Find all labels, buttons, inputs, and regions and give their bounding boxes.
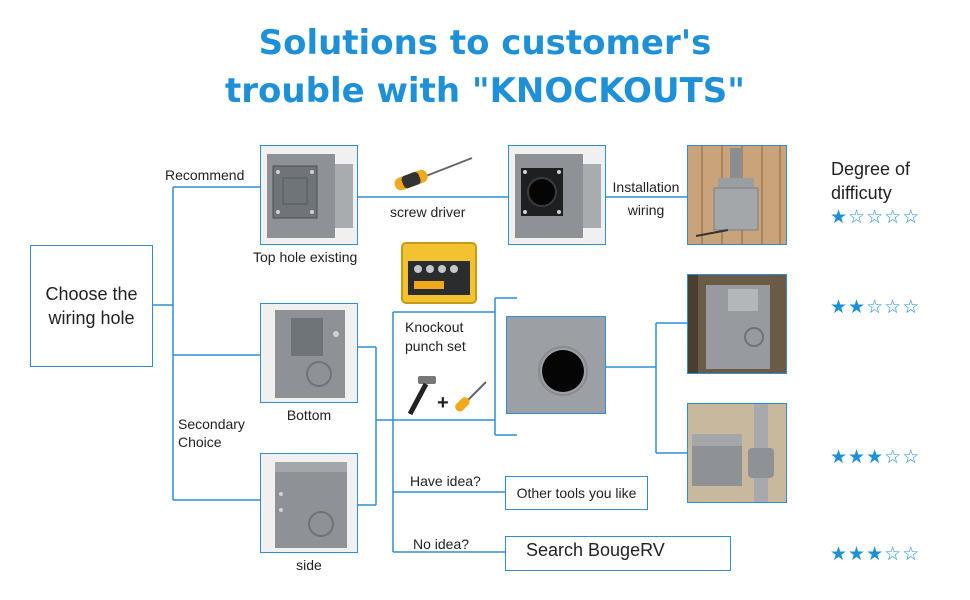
top-hole-box-image (260, 145, 358, 245)
star-empty-icon: ☆ (884, 543, 903, 565)
installation-label: Installation (612, 179, 680, 195)
difficulty-heading: Degree of difficuty (831, 159, 911, 203)
star-empty-icon: ☆ (866, 206, 885, 228)
star-empty-icon: ☆ (902, 296, 921, 318)
star-filled-icon: ★ (830, 446, 849, 468)
no-idea-label: No idea? (413, 536, 470, 552)
star-filled-icon: ★ (830, 296, 849, 318)
side-label: side (296, 557, 322, 573)
open-hole-box-image (508, 145, 606, 245)
star-empty-icon: ☆ (866, 296, 885, 318)
other-tools-label: Other tools you like (516, 485, 637, 501)
star-empty-icon: ☆ (884, 206, 903, 228)
star-empty-icon: ☆ (902, 543, 921, 565)
installed-photo-side (687, 274, 787, 374)
star-filled-icon: ★ (866, 446, 885, 468)
star-empty-icon: ☆ (884, 446, 903, 468)
difficulty-rating-3: ★★★☆☆ (830, 446, 920, 468)
page-title-line-1: Solutions to customer's (258, 23, 712, 63)
screwdriver-label: screw driver (390, 204, 466, 220)
star-filled-icon: ★ (830, 543, 849, 565)
star-filled-icon: ★ (848, 446, 867, 468)
small-screwdriver-icon (455, 381, 487, 412)
toolbox-icon (401, 242, 477, 304)
star-filled-icon: ★ (848, 296, 867, 318)
have-idea-label: Have idea? (410, 473, 481, 489)
difficulty-rating-2: ★★☆☆☆ (830, 296, 920, 318)
search-bougerv-box[interactable]: Search BougeRV (505, 536, 731, 571)
star-empty-icon: ☆ (902, 206, 921, 228)
wiring-label: wiring (627, 202, 665, 218)
screwdriver-icon (394, 157, 473, 191)
top-hole-label: Top hole existing (253, 249, 358, 265)
star-filled-icon: ★ (848, 543, 867, 565)
other-tools-box[interactable]: Other tools you like (505, 476, 648, 510)
knockout-box-image (506, 316, 606, 414)
star-empty-icon: ☆ (902, 446, 921, 468)
bottom-label: Bottom (286, 407, 332, 423)
plus-sign: + (437, 392, 449, 414)
secondary-choice-label: Secondary Choice (178, 416, 245, 450)
recommend-label: Recommend (165, 167, 245, 183)
hammer-icon (407, 376, 436, 416)
star-empty-icon: ☆ (884, 296, 903, 318)
star-filled-icon: ★ (830, 206, 849, 228)
difficulty-rating-4: ★★★☆☆ (830, 543, 920, 565)
star-filled-icon: ★ (866, 543, 885, 565)
search-bougerv-label: Search BougeRV (526, 540, 665, 560)
bottom-hole-box-image (260, 303, 358, 403)
difficulty-rating-1: ★☆☆☆☆ (830, 206, 920, 228)
installed-photo-bottom (687, 403, 787, 503)
star-empty-icon: ☆ (848, 206, 867, 228)
side-hole-box-image (260, 453, 358, 553)
page-title-line-2: trouble with "KNOCKOUTS" (225, 71, 745, 111)
installed-photo-top (687, 145, 787, 245)
start-label: Choose the wiring hole (45, 284, 138, 328)
knockout-punch-label: Knockout punch set (405, 319, 466, 354)
start-box: Choose the wiring hole (30, 245, 153, 367)
